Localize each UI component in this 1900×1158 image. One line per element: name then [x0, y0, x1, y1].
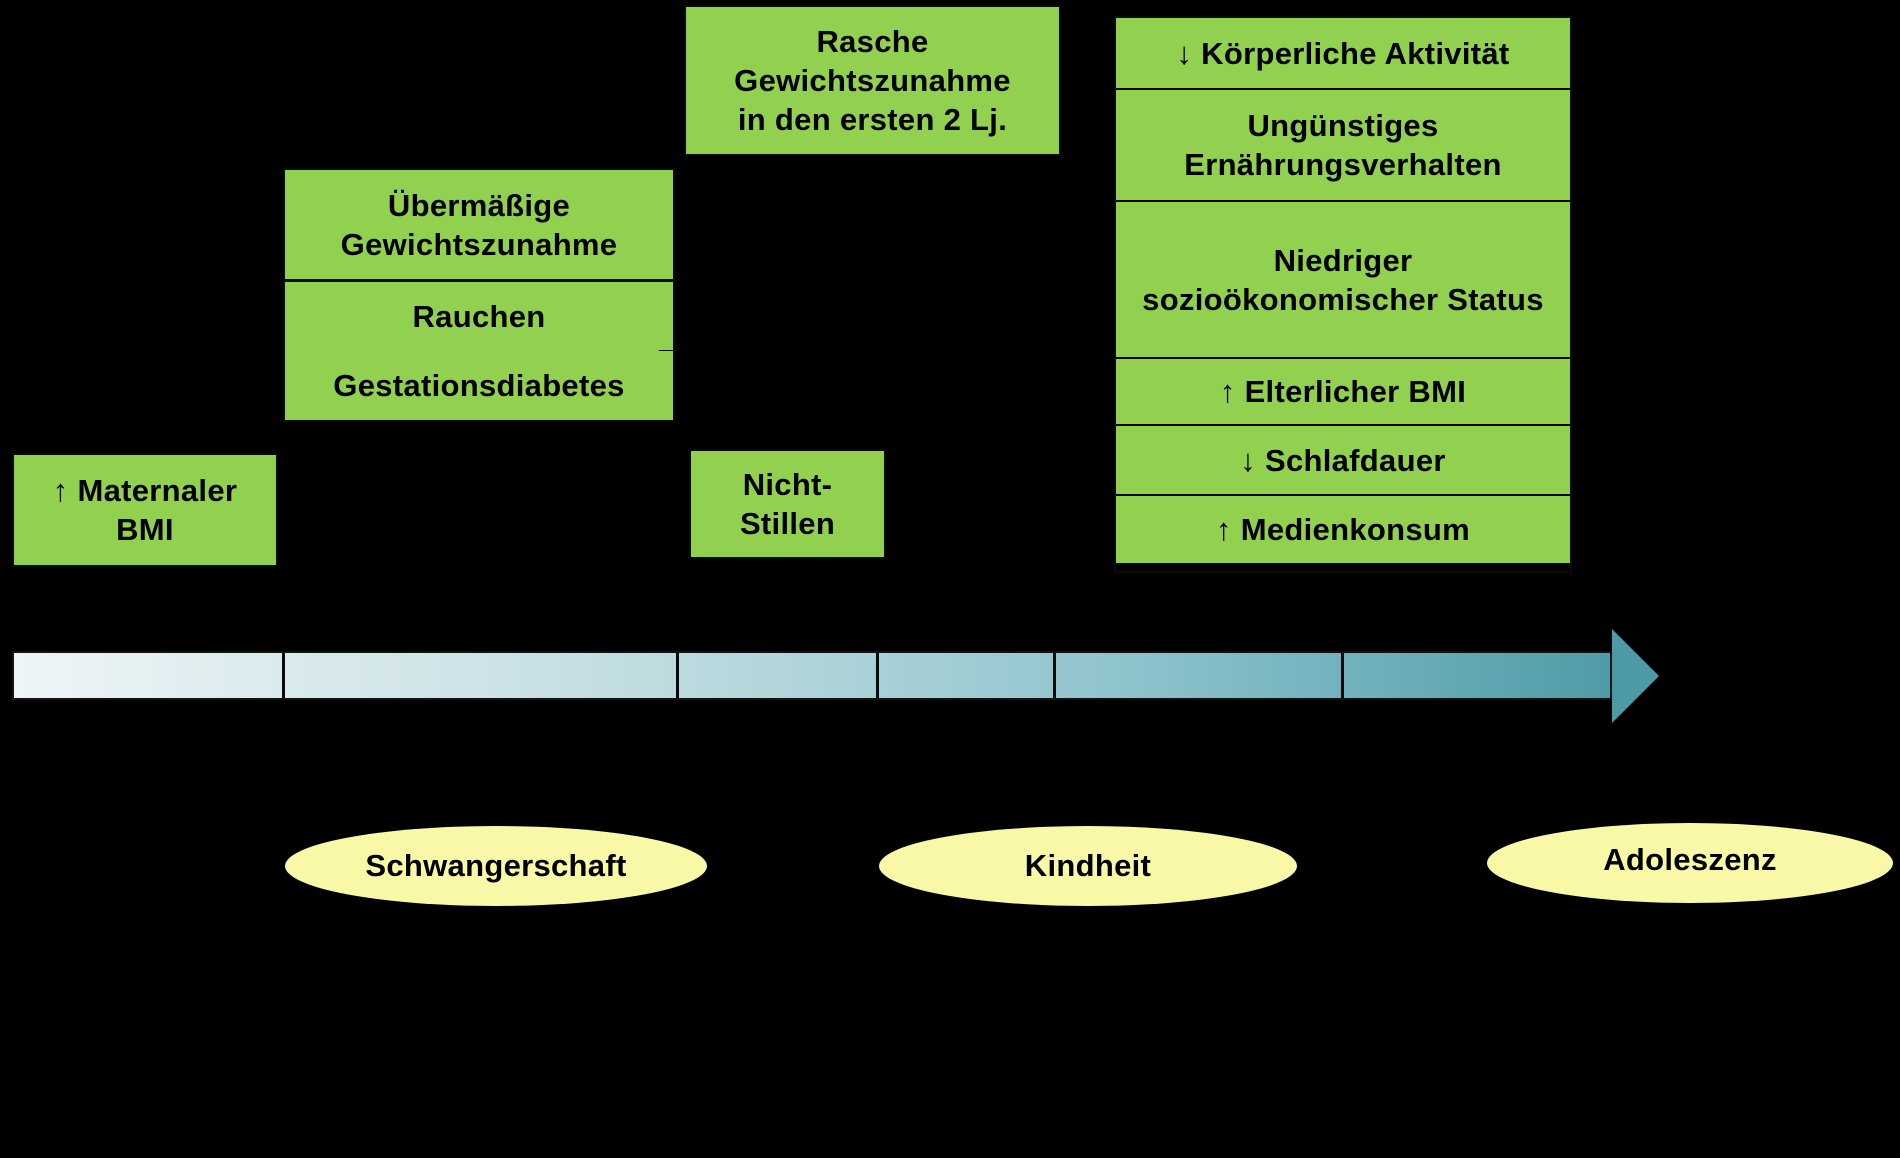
timeline-segment-divider — [1053, 653, 1056, 698]
stage-label-pregnancy: Schwangerschaft — [365, 848, 627, 883]
stage-ellipse-adolescence: Adoleszenz — [1487, 823, 1893, 903]
cell-excessive-weight-gain: Übermäßige Gewichtszunahme — [285, 170, 673, 279]
box-non-breastfeeding-line1: Nicht- — [742, 467, 833, 502]
cell-divider — [1116, 200, 1570, 202]
box-maternal-bmi: ↑ Maternaler BMI — [12, 453, 278, 567]
cell-eating-behaviour: Ungünstiges Ernährungsverhalten — [1116, 90, 1570, 200]
box-rapid-weight-gain: Rasche Gewichtszunahme in den ersten 2 L… — [684, 5, 1061, 156]
cell-divider — [285, 279, 673, 282]
timeline-segment-divider — [676, 653, 679, 698]
cell-parental-bmi: ↑ Elterlicher BMI — [1116, 359, 1570, 424]
timeline-segment-divider — [282, 653, 285, 698]
stage-ellipse-childhood: Kindheit — [879, 826, 1297, 906]
cell-divider — [1116, 88, 1570, 90]
box-maternal-bmi-line1: ↑ Maternaler — [52, 473, 238, 508]
stage-ellipse-pregnancy: Schwangerschaft — [285, 826, 707, 906]
cell-socioeconomic-status-label: Niedriger sozioökonomischer Status — [1142, 242, 1544, 317]
stage-label-childhood: Kindheit — [1024, 848, 1152, 883]
cell-parental-bmi-label: ↑ Elterlicher BMI — [1219, 374, 1467, 409]
box-rapid-weight-gain-line1: Rasche — [816, 24, 929, 59]
cell-physical-activity: ↓ Körperliche Aktivität — [1116, 18, 1570, 88]
cell-sleep-duration-label: ↓ Schlafdauer — [1240, 442, 1446, 478]
box-rapid-weight-gain-line3: in den ersten 2 Lj. — [737, 102, 1008, 137]
cell-divider — [1116, 424, 1570, 426]
box-non-breastfeeding-line2: Stillen — [739, 506, 836, 541]
box-non-breastfeeding: Nicht- Stillen — [689, 449, 886, 559]
stage-label-adolescence: Adoleszenz — [1603, 842, 1777, 877]
box-group-childhood-risks: ↓ Körperliche Aktivität Ungünstiges Ernä… — [1114, 16, 1572, 573]
cell-excessive-weight-gain-line1: Übermäßige — [387, 187, 571, 223]
cell-socioeconomic-status: Niedriger sozioökonomischer Status — [1116, 202, 1570, 357]
box-rapid-weight-gain-line2: Gewichtszunahme — [734, 63, 1011, 98]
box-group-pregnancy-risks: Übermäßige Gewichtszunahme Rauchen Gesta… — [283, 168, 675, 422]
box-maternal-bmi-line2: BMI — [116, 512, 174, 547]
timeline-segment-divider — [1341, 653, 1344, 698]
cell-excessive-weight-gain-line2: Gewichtszunahme — [340, 226, 618, 262]
cell-media-consumption: ↑ Medienkonsum — [1116, 496, 1570, 563]
cell-physical-activity-label: ↓ Körperliche Aktivität — [1176, 35, 1510, 71]
cell-media-consumption-label: ↑ Medienkonsum — [1216, 512, 1470, 547]
cell-gestational-diabetes: Gestationsdiabetes — [285, 351, 673, 420]
timeline-segment-divider — [876, 653, 879, 698]
timeline-arrow-bar — [12, 651, 1612, 700]
cell-divider — [1116, 357, 1570, 359]
cell-smoking: Rauchen — [285, 282, 673, 353]
cell-eating-behaviour-label: Ungünstiges Ernährungsverhalten — [1184, 108, 1502, 182]
cell-sleep-duration: ↓ Schlafdauer — [1116, 426, 1570, 494]
cell-gestational-diabetes-label: Gestationsdiabetes — [333, 368, 625, 403]
cell-smoking-label: Rauchen — [412, 299, 546, 334]
timeline-arrowhead-icon — [1612, 629, 1659, 723]
cell-divider — [1116, 494, 1570, 496]
